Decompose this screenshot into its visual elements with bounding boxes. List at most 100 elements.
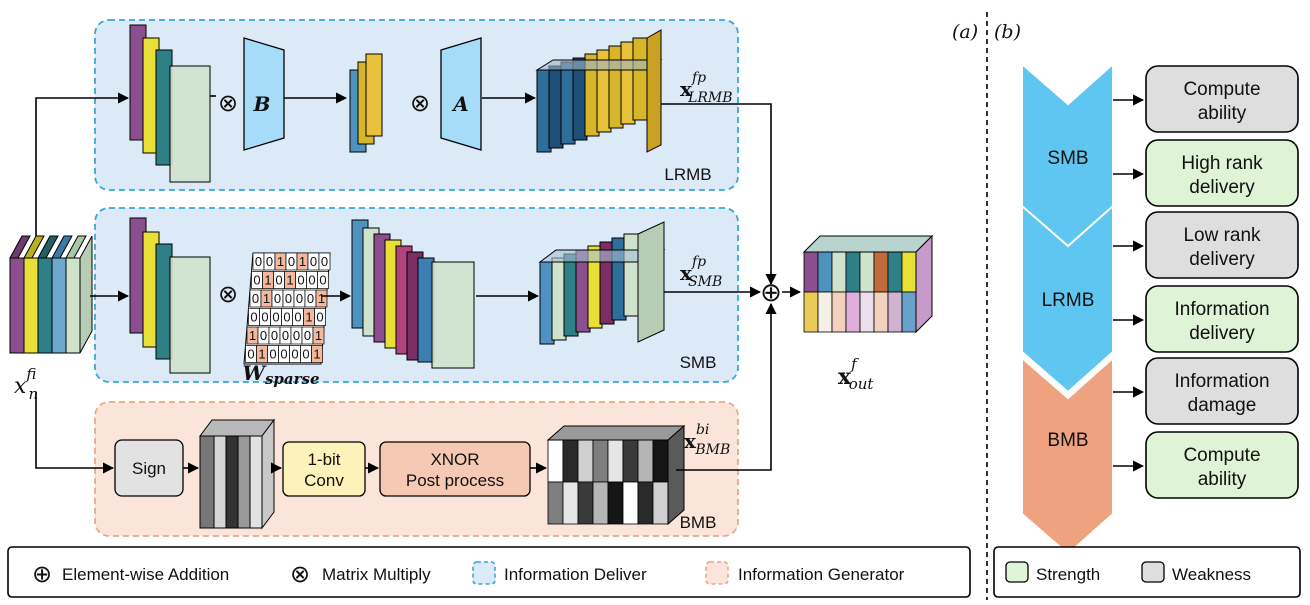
sign-label: Sign: [132, 459, 166, 478]
matrix-cell: 0: [268, 326, 281, 345]
bmb-chevron-label: BMB: [1047, 430, 1088, 451]
matrix-cell: 1: [311, 345, 323, 363]
lrmb-multiply-1: ⊗: [218, 90, 238, 117]
matrix-cell: 0: [289, 345, 301, 363]
svg-text:B: B: [253, 92, 271, 116]
matrix-cell: 1: [274, 252, 287, 271]
legend-addition: Element-wise Addition: [62, 565, 229, 584]
weakness-label: Weakness: [1172, 565, 1251, 584]
matrix-cell: 0: [248, 308, 260, 326]
smb-multiply: ⊗: [218, 281, 238, 308]
matrix-cell: 0: [314, 308, 326, 326]
svg-text:0: 0: [274, 291, 281, 306]
svg-text:0: 0: [250, 310, 257, 325]
matrix-cell: 1: [246, 326, 259, 345]
matrix-b-trapezoid: B: [243, 37, 285, 151]
panel-b-label: (b): [994, 21, 1021, 43]
matrix-cell: 0: [301, 326, 314, 345]
matrix-cell: 1: [312, 326, 325, 345]
matrix-cell: 0: [245, 345, 257, 363]
svg-text:0: 0: [319, 273, 326, 288]
svg-text:0: 0: [304, 328, 311, 343]
matrix-cell: 0: [318, 252, 331, 271]
matrix-cell: 0: [259, 308, 271, 326]
svg-text:0: 0: [297, 273, 304, 288]
svg-text:1: 1: [264, 273, 271, 288]
strength-label: Strength: [1036, 565, 1100, 584]
svg-text:0: 0: [310, 254, 317, 269]
matrix-cell: 0: [304, 289, 317, 308]
lrmb-chevron-label: LRMB: [1042, 290, 1095, 311]
matrix-cell: 0: [270, 308, 282, 326]
matrix-cell: 0: [307, 252, 320, 271]
svg-text:1: 1: [249, 328, 256, 343]
matrix-cell: 0: [281, 308, 293, 326]
lrmb-multiply-2: ⊗: [410, 90, 430, 117]
matrix-cell: 0: [263, 252, 276, 271]
strength-swatch: [1005, 561, 1029, 583]
svg-text:0: 0: [272, 310, 279, 325]
weakness-swatch: [1141, 561, 1165, 583]
svg-text:1: 1: [263, 291, 270, 306]
output-feature-cube: [802, 234, 934, 334]
matrix-cell: 1: [260, 289, 273, 308]
svg-text:1: 1: [305, 310, 312, 325]
smb-mid-stack: [351, 219, 475, 369]
legend-deliver-swatch: [472, 561, 496, 585]
svg-text:0: 0: [296, 291, 303, 306]
svg-text:0: 0: [288, 254, 295, 269]
svg-text:0: 0: [261, 310, 268, 325]
svg-text:0: 0: [253, 273, 260, 288]
matrix-cell: 0: [271, 289, 284, 308]
svg-text:0: 0: [252, 291, 259, 306]
matrix-cell: 1: [315, 289, 328, 308]
bmb-chevron: [1021, 355, 1114, 556]
matrix-cell: 0: [267, 345, 279, 363]
matrix-cell: 0: [257, 326, 270, 345]
smb-chevron-label: SMB: [1047, 148, 1088, 169]
matrix-cell: 0: [293, 289, 306, 308]
svg-text:1: 1: [286, 273, 293, 288]
matrix-cell: 0: [300, 345, 312, 363]
matrix-cell: 0: [279, 326, 292, 345]
bmb-label: BMB: [680, 513, 717, 532]
flow-arrows: [35, 92, 802, 474]
matrix-cell: 0: [292, 308, 304, 326]
svg-text:1: 1: [313, 347, 320, 362]
svg-text:0: 0: [266, 254, 273, 269]
input-feature-stack: [9, 235, 93, 354]
svg-text:0: 0: [247, 347, 254, 362]
matrix-cell: 0: [295, 271, 307, 289]
addition-node: ⊕: [760, 277, 782, 307]
smb-label: SMB: [680, 353, 717, 372]
svg-text:0: 0: [307, 291, 314, 306]
svg-text:0: 0: [293, 328, 300, 343]
matrix-cell: 1: [284, 271, 296, 289]
svg-text:0: 0: [285, 291, 292, 306]
svg-text:0: 0: [294, 310, 301, 325]
svg-text:0: 0: [302, 347, 309, 362]
svg-text:0: 0: [271, 328, 278, 343]
lrmb-input-stack: [129, 24, 211, 183]
lrmb-chevron: [1021, 203, 1114, 394]
smb-output-stack: [538, 221, 666, 345]
binary-feature-stack: [199, 418, 275, 530]
matrix-cell: 0: [306, 271, 318, 289]
matrix-cell: 0: [285, 252, 298, 271]
